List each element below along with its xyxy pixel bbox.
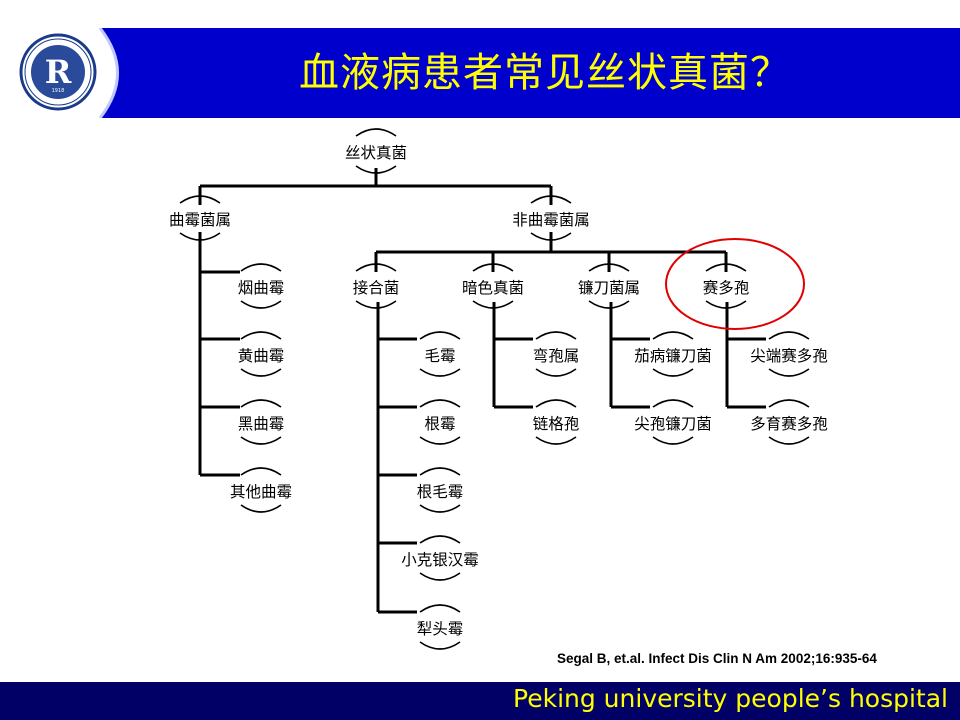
node-s-apiospermum: 尖端赛多孢 — [749, 344, 829, 366]
node-rhizomucor: 根毛霉 — [415, 480, 465, 502]
node-aspergillus: 曲霉菌属 — [167, 208, 233, 230]
node-non-aspergillus: 非曲霉菌属 — [511, 208, 591, 230]
highlight-circle — [665, 238, 805, 330]
node-f-oxysporum: 尖孢镰刀菌 — [633, 412, 713, 434]
node-a-other: 其他曲霉 — [228, 480, 294, 502]
svg-text:R: R — [45, 53, 72, 91]
node-rhizopus: 根霉 — [423, 412, 457, 434]
node-a-fumigatus: 烟曲霉 — [236, 276, 286, 298]
node-absidia: 犁头霉 — [415, 617, 465, 639]
page-title: 血液病患者常见丝状真菌？ — [299, 50, 791, 96]
citation: Segal B, et.al. Infect Dis Clin N Am 200… — [557, 651, 877, 666]
node-curvularia: 弯孢属 — [531, 344, 581, 366]
hospital-logo-icon: R 1918 — [19, 33, 97, 111]
node-zygomycetes: 接合菌 — [351, 276, 401, 298]
node-a-niger: 黑曲霉 — [236, 412, 286, 434]
node-f-solani: 茄病镰刀菌 — [633, 344, 713, 366]
node-cunninghamella: 小克银汉霉 — [400, 548, 480, 570]
node-a-flavus: 黄曲霉 — [236, 344, 286, 366]
node-scedosporium: 赛多孢 — [701, 276, 751, 298]
footer-bar — [0, 682, 960, 720]
node-fusarium: 镰刀菌属 — [576, 276, 642, 298]
node-dematiaceous: 暗色真菌 — [460, 276, 526, 298]
node-root: 丝状真菌 — [343, 141, 409, 163]
footer-text: Peking university people’s hospital — [513, 684, 948, 713]
svg-text:1918: 1918 — [52, 88, 65, 94]
node-mucor: 毛霉 — [423, 344, 457, 366]
node-s-prolificans: 多育赛多孢 — [749, 412, 829, 434]
node-alternaria: 链格孢 — [531, 412, 581, 434]
